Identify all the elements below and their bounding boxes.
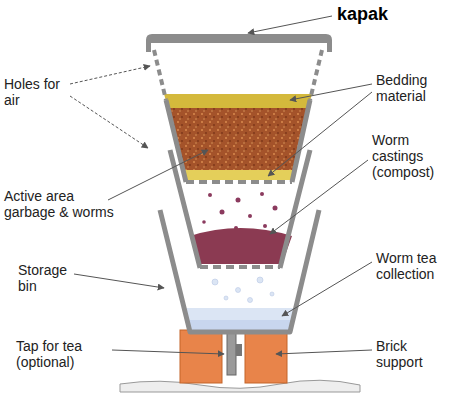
leader-lines [70,16,372,354]
tap-handle [236,344,242,356]
brick-label: Brick support [376,338,442,370]
brick [180,330,222,383]
worm-tea-label: Worm tea collection [376,250,448,282]
tap-label: Tap for tea (optional) [16,338,112,370]
lid-label: kapak [337,4,417,24]
top-bin-body [154,50,322,182]
worm-castings [190,228,292,264]
grate [186,180,292,184]
storage-bin-wall [160,210,319,332]
bedding-label: Bedding material [376,72,448,104]
bedding [182,170,296,180]
holes-label: Holes for air [4,76,68,108]
storage-label: Storage bin [18,262,78,294]
grate [200,265,280,269]
falling-castings [202,192,277,230]
lid [146,34,332,52]
top-bin-wall [166,100,310,182]
tap [227,330,236,375]
ground [120,380,360,392]
worm-tea [182,308,298,320]
air-holes [154,50,322,100]
brick [245,330,287,383]
active-area-label: Active area garbage & worms [4,188,122,220]
castings-label: Worm castings (compost) [372,132,448,180]
bedding [164,94,312,108]
bubbles [212,277,274,303]
